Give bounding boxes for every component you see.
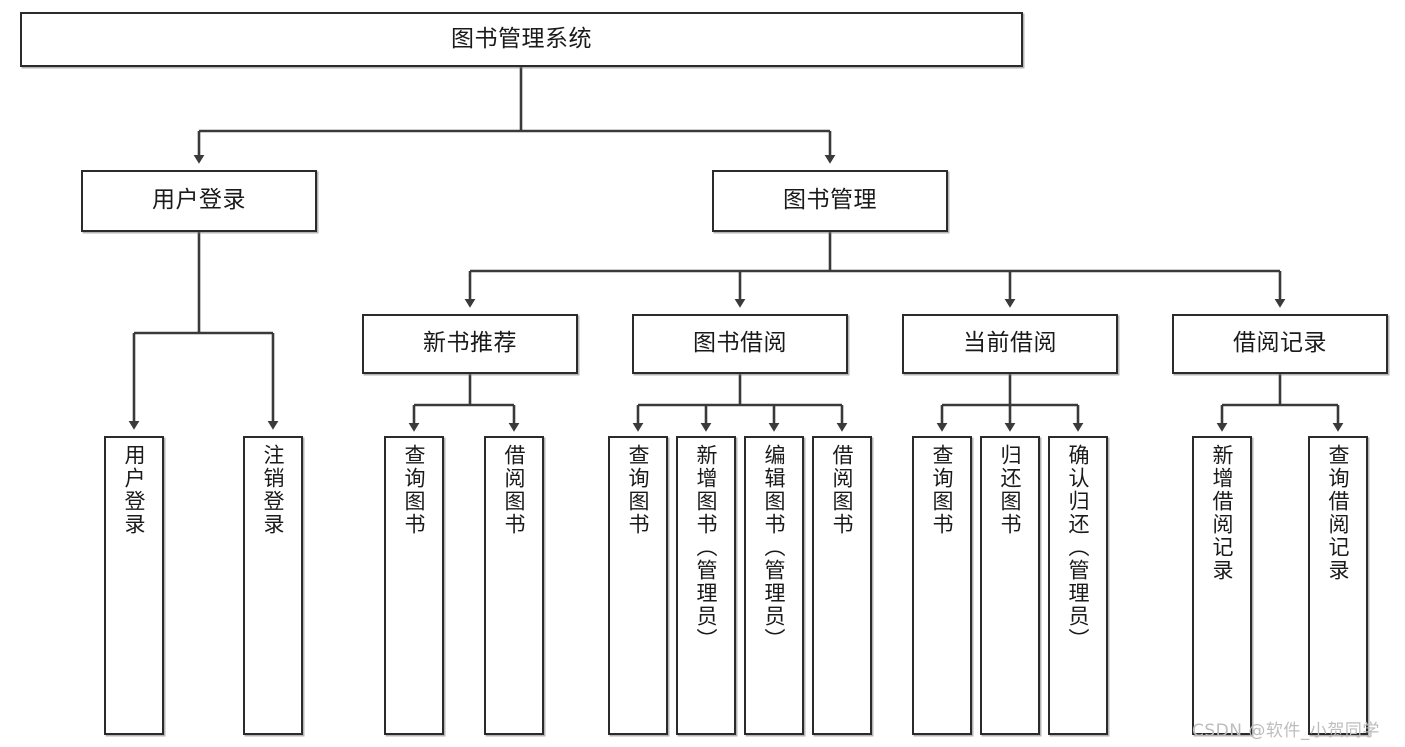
node-new-book-recommend[interactable]: 新书推荐 [362,314,578,374]
leaf-confirm-return[interactable]: 确认归还（管理员） [1048,436,1108,735]
node-label: 查询借阅记录 [1326,444,1351,582]
node-root-book-management-system[interactable]: 图书管理系统 [20,12,1023,67]
node-label: 注销登录 [261,444,286,536]
node-label: 借阅记录 [1233,330,1327,357]
node-label: 确认归还（管理员） [1066,444,1091,651]
leaf-return-book[interactable]: 归还图书 [980,436,1040,735]
node-label: 编辑图书（管理员） [762,444,787,651]
node-label: 借阅图书 [830,444,855,536]
node-label: 借阅图书 [502,444,527,536]
leaf-borrow-book[interactable]: 借阅图书 [812,436,872,735]
node-user-login[interactable]: 用户登录 [81,170,317,232]
node-label: 当前借阅 [963,330,1057,357]
node-label: 图书借阅 [693,330,787,357]
node-label: 归还图书 [998,444,1023,536]
csdn-watermark: CSDN @软件_小贺同学 [1192,721,1380,741]
leaf-query-borrow-record[interactable]: 查询借阅记录 [1308,436,1368,735]
leaf-user-logout[interactable]: 注销登录 [243,436,303,735]
node-label: 用户登录 [122,444,147,536]
node-label: 新书推荐 [423,330,517,357]
node-label: 用户登录 [152,187,246,214]
leaf-query-book-new-rec[interactable]: 查询图书 [384,436,444,735]
node-borrow-record[interactable]: 借阅记录 [1172,314,1388,374]
leaf-add-borrow-record[interactable]: 新增借阅记录 [1192,436,1252,735]
leaf-query-book-borrow[interactable]: 查询图书 [608,436,668,735]
leaf-query-book-current[interactable]: 查询图书 [912,436,972,735]
node-book-borrow[interactable]: 图书借阅 [632,314,848,374]
node-label: 查询图书 [626,444,651,536]
leaf-user-login[interactable]: 用户登录 [104,436,164,735]
node-current-borrow[interactable]: 当前借阅 [902,314,1118,374]
node-label: 新增图书（管理员） [694,444,719,651]
node-label: 查询图书 [930,444,955,536]
node-label: 新增借阅记录 [1210,444,1235,582]
leaf-edit-book[interactable]: 编辑图书（管理员） [744,436,804,735]
node-label: 图书管理系统 [451,25,592,52]
node-book-manage[interactable]: 图书管理 [712,170,948,232]
node-label: 图书管理 [783,187,877,214]
leaf-borrow-book-new-rec[interactable]: 借阅图书 [484,436,544,735]
leaf-add-book[interactable]: 新增图书（管理员） [676,436,736,735]
node-label: 查询图书 [402,444,427,536]
